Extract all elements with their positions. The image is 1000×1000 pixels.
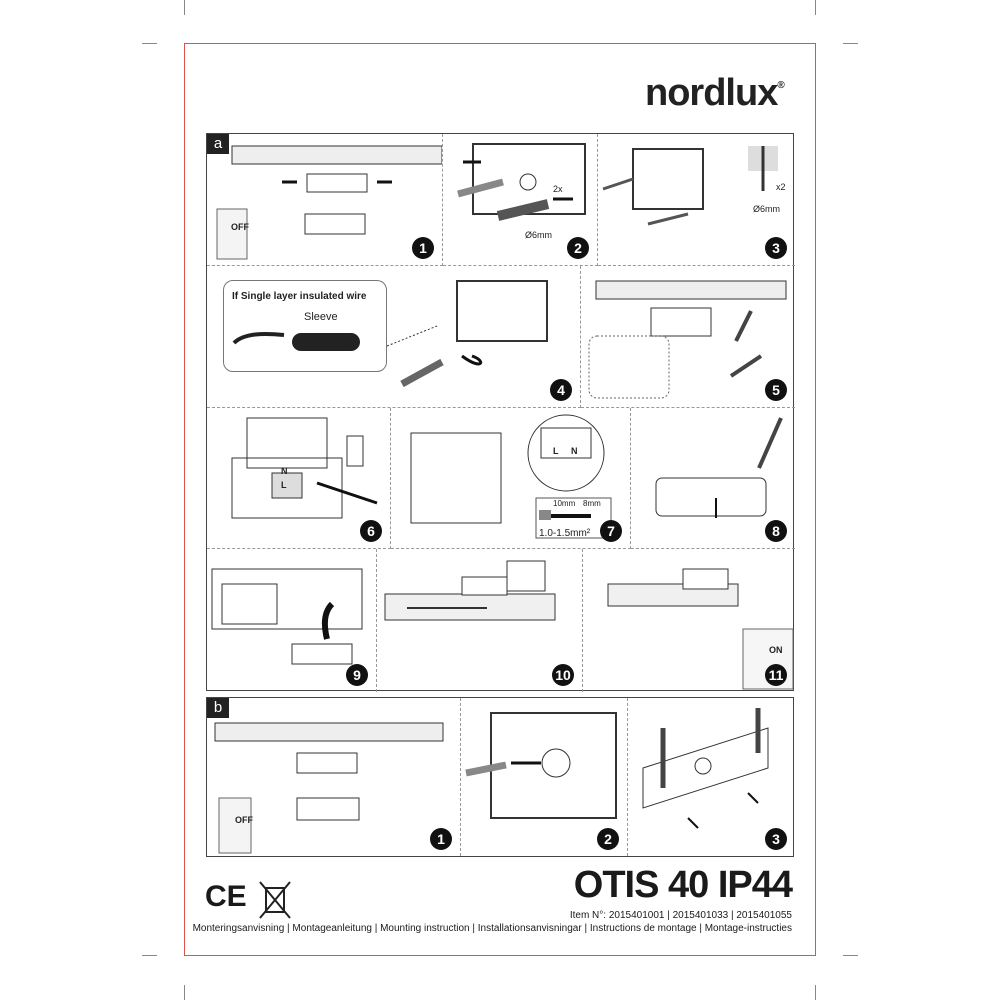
terminal-label: N (571, 446, 578, 456)
lamp-detach-illustration (216, 145, 442, 260)
section-tag: b (207, 698, 229, 718)
terminal-block-illustration (231, 417, 378, 519)
cover-removal-illustration (588, 280, 787, 399)
step-2-panel: 2x Ø6mm 2 (443, 134, 598, 266)
wire-gauge-label: 1.0-1.5mm² (539, 528, 591, 539)
step-4-panel: If Single layer insulated wire Sleeve 4 (207, 266, 581, 408)
step-number: 1 (430, 828, 452, 850)
step-number: 10 (552, 664, 574, 686)
step-b3-panel: 3 (628, 698, 795, 856)
off-label: OFF (231, 222, 249, 232)
step-7-panel: L N 10mm 8mm 1.0-1.5mm² 7 (391, 408, 631, 549)
terminal-label: L (281, 480, 287, 490)
unscrew-plate-illustration (465, 712, 617, 819)
count-label: 2x (553, 184, 563, 194)
crop-mark (142, 43, 157, 44)
crop-mark (184, 0, 185, 15)
section-tag: a (207, 134, 229, 154)
lamp-on-illustration (607, 568, 794, 690)
crop-mark (142, 955, 157, 956)
section-a: a OFF 1 2x Ø6mm 2 x2 Ø6mm 3 If Single la… (206, 133, 795, 692)
step-number: 8 (765, 520, 787, 542)
product-title: OTIS 40 IP44 (573, 864, 793, 906)
strip-length-label: 8mm (583, 499, 601, 508)
strip-length-label: 10mm (553, 499, 576, 508)
step-number: 2 (597, 828, 619, 850)
section-b: b OFF 1 2 3 (206, 697, 794, 857)
item-numbers: Item N°: 2015401001 | 2015401033 | 20154… (569, 910, 792, 921)
crop-mark (815, 985, 816, 1000)
lamp-mount-illustration (384, 560, 556, 621)
close-cover-illustration (655, 417, 783, 518)
drill-size-label: Ø6mm (753, 204, 780, 214)
off-label: OFF (235, 815, 253, 825)
terminal-label: L (553, 446, 559, 456)
wall-plate-illustration (602, 146, 778, 226)
step-number: 3 (765, 828, 787, 850)
lamp-detach-illustration (214, 722, 444, 854)
step-number: 5 (765, 379, 787, 401)
crop-mark (184, 985, 185, 1000)
terminal-label: N (281, 466, 288, 476)
page-border (184, 43, 816, 956)
step-11-panel: ON 11 (583, 549, 795, 692)
crop-mark (843, 43, 858, 44)
step-number: 4 (550, 379, 572, 401)
sleeve-label: Sleeve (304, 311, 338, 323)
step-9-panel: 9 (207, 549, 377, 692)
step-number: 7 (600, 520, 622, 542)
step-number: 2 (567, 237, 589, 259)
mounting-illustration (386, 280, 548, 388)
drill-size-label: Ø6mm (525, 230, 552, 240)
crop-mark (815, 0, 816, 15)
callout-title: If Single layer insulated wire (232, 291, 367, 302)
brand-logo: nordlux® (645, 72, 785, 114)
step-number: 1 (412, 237, 434, 259)
on-label: ON (769, 645, 783, 655)
step-6-panel: N L 6 (207, 408, 391, 549)
weee-bin-icon (259, 881, 291, 919)
insulated-wire-callout: If Single layer insulated wire Sleeve (223, 280, 387, 372)
step-8-panel: 8 (631, 408, 795, 549)
step-10-panel: 10 (377, 549, 583, 692)
instruction-languages: Monteringsanvisning | Montageanleitung |… (192, 923, 792, 934)
wire-sleeve-illustration (232, 332, 360, 351)
step-1-panel: OFF 1 (207, 134, 443, 266)
step-b2-panel: 2 (461, 698, 628, 856)
wiring-illustration (410, 414, 612, 539)
step-number: 11 (765, 664, 787, 686)
ip44-screw-illustration (642, 708, 769, 829)
count-label: x2 (776, 182, 786, 192)
step-3-panel: x2 Ø6mm 3 (598, 134, 795, 266)
step-number: 3 (765, 237, 787, 259)
step-number: 9 (346, 664, 368, 686)
crop-mark (843, 955, 858, 956)
ce-mark: CE (205, 880, 247, 913)
step-5-panel: 5 (581, 266, 795, 408)
drill-illustration (457, 143, 586, 221)
reattach-illustration (211, 568, 363, 665)
step-b1-panel: OFF 1 (207, 698, 461, 856)
step-number: 6 (360, 520, 382, 542)
